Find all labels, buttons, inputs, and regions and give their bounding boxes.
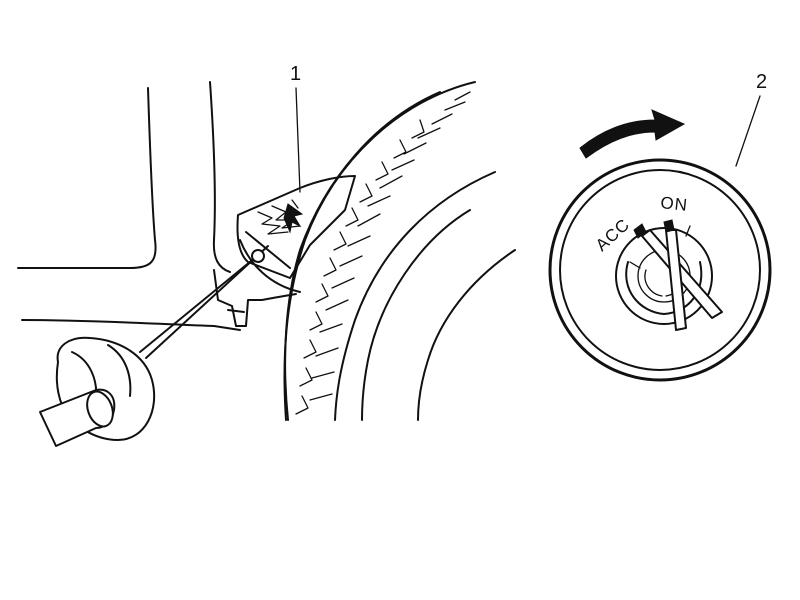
tire-tread	[295, 91, 471, 415]
ignition-key	[633, 219, 723, 331]
ignition-switch: ACC ON	[548, 109, 772, 382]
switch-position-on: ON	[660, 193, 689, 215]
callout-1: 1	[290, 63, 301, 193]
callout-1-label: 1	[290, 63, 301, 85]
switch-position-acc: ACC	[592, 215, 634, 255]
lid-latch-burst	[257, 199, 304, 235]
fuel-filler-lid	[236, 175, 356, 301]
callout-2-label: 2	[756, 71, 767, 93]
fuel-lid-opener-lever	[39, 245, 269, 447]
vehicle-body	[17, 81, 263, 331]
rotation-arrow-icon	[579, 109, 686, 159]
callout-2: 2	[735, 71, 767, 167]
tire	[283, 81, 516, 421]
